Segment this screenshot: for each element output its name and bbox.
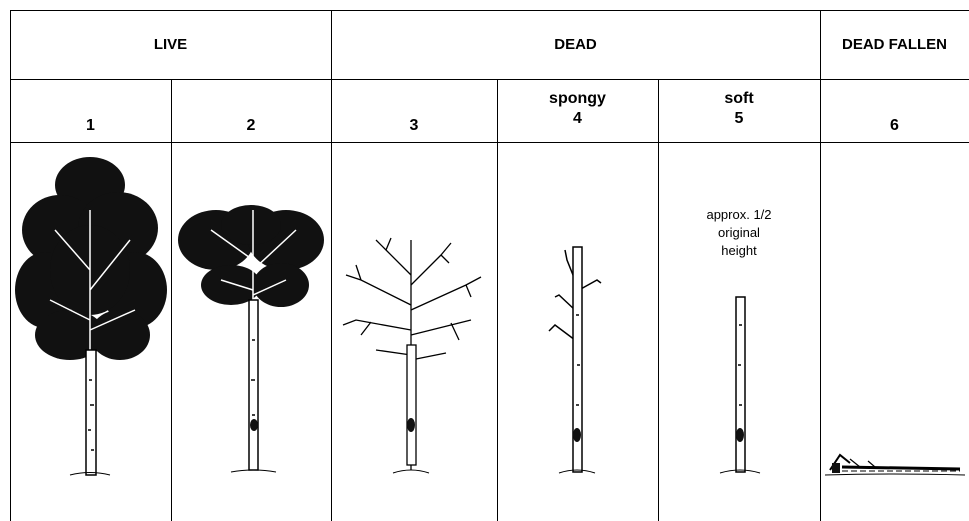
stage-5-note-line-1: approx. 1/2 — [658, 206, 820, 224]
stage-6-number: 6 — [820, 117, 969, 135]
top-border — [10, 10, 969, 11]
tree-4-spongy-snag-icon — [497, 245, 658, 480]
header-dead: DEAD — [331, 36, 820, 53]
stage-3-number: 3 — [331, 117, 497, 135]
stage-5-note: approx. 1/2 original height — [658, 206, 820, 260]
stage-5-number: 5 — [658, 110, 820, 128]
stage-5-note-line-3: height — [658, 242, 820, 260]
stage-1-number: 1 — [10, 117, 171, 135]
number-row-divider — [10, 142, 969, 143]
header-divider — [10, 79, 969, 80]
tree-2-live-declining-icon — [171, 200, 331, 480]
header-dead-fallen: DEAD FALLEN — [820, 36, 969, 53]
stage-4-number: 4 — [497, 110, 658, 128]
stage-4-label: spongy — [497, 90, 658, 108]
tree-3-dead-leafless-icon — [331, 235, 497, 480]
tree-5-soft-broken-snag-icon — [658, 295, 820, 480]
header-live: LIVE — [10, 36, 331, 53]
stage-5-label: soft — [658, 90, 820, 108]
stage-5-note-line-2: original — [658, 224, 820, 242]
tree-6-fallen-log-icon — [820, 445, 969, 485]
stage-2-number: 2 — [171, 117, 331, 135]
tree-1-live-full-crown-icon — [10, 150, 171, 490]
